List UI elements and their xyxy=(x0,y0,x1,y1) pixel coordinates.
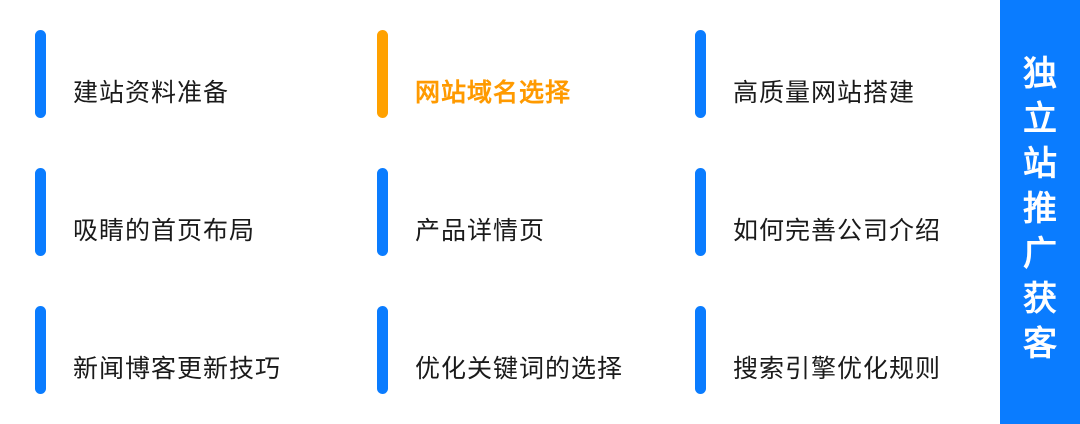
menu-item-company-intro[interactable]: 如何完善公司介绍 xyxy=(695,168,1015,256)
side-title-char: 立 xyxy=(1023,99,1057,139)
menu-item-keywords[interactable]: 优化关键词的选择 xyxy=(377,306,697,394)
side-title-char: 客 xyxy=(1023,324,1057,364)
menu-item-label: 如何完善公司介绍 xyxy=(733,216,942,245)
side-title-char: 推 xyxy=(1023,189,1057,229)
side-title-char: 独 xyxy=(1023,54,1057,94)
side-title-char: 站 xyxy=(1023,144,1057,184)
menu-item-label: 吸睛的首页布局 xyxy=(73,216,256,245)
side-title: 独 立 站 推 广 获 客 xyxy=(1000,52,1080,367)
menu-item-product-page[interactable]: 产品详情页 xyxy=(377,168,697,256)
menu-item-site-building[interactable]: 高质量网站搭建 xyxy=(695,30,1015,118)
menu-item-label: 优化关键词的选择 xyxy=(415,354,624,383)
menu-item-homepage-layout[interactable]: 吸睛的首页布局 xyxy=(35,168,355,256)
menu-item-site-materials[interactable]: 建站资料准备 xyxy=(35,30,355,118)
item-bar xyxy=(35,168,46,256)
menu-item-blog-tips[interactable]: 新闻博客更新技巧 xyxy=(35,306,355,394)
item-bar xyxy=(695,306,706,394)
menu-item-label: 搜索引擎优化规则 xyxy=(733,354,942,383)
item-bar xyxy=(377,168,388,256)
item-bar xyxy=(35,30,46,118)
menu-item-label: 建站资料准备 xyxy=(73,78,230,107)
menu-item-domain-selection[interactable]: 网站域名选择 xyxy=(377,30,697,118)
item-bar xyxy=(695,168,706,256)
item-bar xyxy=(695,30,706,118)
side-title-panel: 独 立 站 推 广 获 客 xyxy=(1000,0,1080,424)
menu-item-seo-rules[interactable]: 搜索引擎优化规则 xyxy=(695,306,1015,394)
item-bar xyxy=(377,306,388,394)
menu-item-label: 产品详情页 xyxy=(415,216,546,245)
side-title-char: 广 xyxy=(1023,234,1057,274)
menu-item-label: 新闻博客更新技巧 xyxy=(73,354,282,383)
side-title-char: 获 xyxy=(1023,279,1057,319)
menu-item-label: 网站域名选择 xyxy=(415,78,572,107)
menu-item-label: 高质量网站搭建 xyxy=(733,78,916,107)
item-bar-active xyxy=(377,30,388,118)
item-bar xyxy=(35,306,46,394)
